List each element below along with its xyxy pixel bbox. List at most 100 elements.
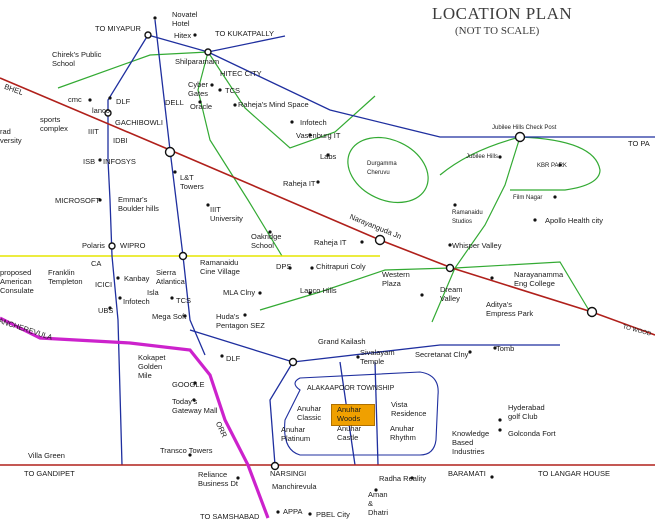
durgamma-lake xyxy=(347,136,429,204)
label-dream-valley: Dream Valley xyxy=(440,285,463,303)
label-villa-green: Villa Green xyxy=(28,451,65,460)
label-to-shamshabad: TO SAMSHABAD xyxy=(200,512,260,521)
label-ramanaidu-studios: Ramanaidu Studios xyxy=(452,210,483,225)
label-anuhar-platinum: Anuhar Platinum xyxy=(281,425,311,443)
junction-gachibowli xyxy=(104,109,112,117)
green-road-kbr-ring xyxy=(510,136,601,191)
label-cmc: cmc xyxy=(68,95,82,104)
label-lt-towers: L&T Towers xyxy=(180,173,204,191)
label-lanco: lanco xyxy=(92,106,110,115)
junction-lt-towers xyxy=(164,146,176,158)
label-pbel-city: PBEL City xyxy=(316,510,350,519)
junction-western xyxy=(445,263,455,273)
label-isb: ISB xyxy=(83,157,96,166)
map-title: LOCATION PLAN xyxy=(432,4,573,23)
label-raheja-it-2: Raheja IT xyxy=(314,238,347,247)
label-ca: CA xyxy=(91,259,102,268)
label-sports-complex: sports complex xyxy=(40,115,68,133)
green-road-east xyxy=(454,261,591,313)
label-infosys: INFOSYS xyxy=(103,157,136,166)
label-cyber-gates: Cyber Gates xyxy=(188,80,209,98)
label-microsoft: MICROSOFT xyxy=(55,196,100,205)
label-transco-towers: Transco Towers xyxy=(160,446,213,455)
label-google: GOOGLE xyxy=(172,380,205,389)
label-tomb: Tomb xyxy=(496,344,515,353)
township-boundary xyxy=(284,371,439,456)
junction-narsingi xyxy=(270,461,280,471)
label-vista-residence: Vista Residence xyxy=(391,400,427,418)
label-anuhar-woods: Anuhar Woods xyxy=(337,405,362,423)
label-dps: DPS xyxy=(276,262,292,271)
label-aman-dhatri: Aman & Dhatri xyxy=(368,490,389,517)
junction-jubilee xyxy=(514,131,526,143)
label-baramati: BARAMATI xyxy=(448,469,486,478)
label-iiit: IIIT xyxy=(88,127,99,136)
label-hitex: Hitex xyxy=(174,31,192,40)
label-anuhar-castle: Anuhar Castle xyxy=(337,424,362,442)
green-road-chirek xyxy=(57,51,209,89)
label-to-miyapur: TO MIYAPUR xyxy=(95,24,141,33)
label-idbi: IDBI xyxy=(113,136,128,145)
green-road-western xyxy=(259,267,451,311)
label-chitrapuri-coly: Chitrapuri Coly xyxy=(316,262,366,271)
label-aditya-empress-park: Aditya's Empress Park xyxy=(486,300,534,318)
label-narsingi: NARSINGI xyxy=(270,469,307,478)
junction-narayanguda xyxy=(374,234,386,246)
label-durgamma-cheruvu: Durgamma Cheruvu xyxy=(367,161,397,176)
map-subtitle: (NOT TO SCALE) xyxy=(455,25,540,37)
label-jubilee-check-post: Jubilee Hills Check Post xyxy=(492,125,557,131)
label-to-gandipet: TO GANDIPET xyxy=(24,469,75,478)
junction-grand-kailash xyxy=(288,357,298,367)
green-road-whisper xyxy=(431,136,521,323)
label-to-pa: TO PA xyxy=(628,139,650,148)
label-narayanamma-college: Narayanamma Eng College xyxy=(514,270,564,288)
label-novatel-hotel: Novatel Hotel xyxy=(172,10,198,28)
label-alakaapoor-township: ALAKAAPOOR TOWNSHIP xyxy=(307,385,395,392)
label-anuhar-classic: Anuhar Classic xyxy=(297,404,322,422)
label-whisper-valley: Whisper Valley xyxy=(452,241,502,250)
label-central-university: rad versity xyxy=(0,127,22,145)
junction-wipro xyxy=(108,242,116,250)
label-western-plaza: Western Plaza xyxy=(382,270,410,288)
label-oakridge-school: Oakridge School xyxy=(251,232,282,250)
label-lanco-hills: Lanco Hills xyxy=(300,286,337,295)
label-kbr-park: KBR PARK xyxy=(537,163,567,169)
label-dlf-top: DLF xyxy=(116,97,131,106)
label-sierra-atlantica: Sierra Atlantica xyxy=(156,268,185,286)
label-reliance-business-dt: Reliance Business Dt xyxy=(198,470,239,488)
road-hudas-secretariat xyxy=(189,329,560,363)
label-oracle: Oracle xyxy=(190,102,213,111)
label-raheja-it: Raheja IT xyxy=(283,179,316,188)
road-alakapoor-west xyxy=(269,361,294,466)
label-emmars-boulder-hills: Emmar's Boulder hills xyxy=(118,195,159,213)
junction-ramanaidu xyxy=(178,251,188,261)
road-bhel-narayanguda-tolichowki xyxy=(0,77,655,336)
junction-hitec xyxy=(204,48,212,56)
label-jubilee-hills: Jubilee Hills xyxy=(466,154,499,160)
road-miyapur-gachibowli xyxy=(107,34,149,466)
label-infotech-2: Infotech xyxy=(123,297,150,306)
label-iiit-university: IIIT University xyxy=(210,205,243,223)
label-ubs: UBS xyxy=(98,306,114,315)
label-hudas-pentagon-sez: Huda's Pentagon SEZ xyxy=(216,312,265,330)
label-dell: DELL xyxy=(165,98,184,107)
label-todays-gateway-mall: Today's Gateway Mall xyxy=(172,397,218,415)
label-manchirevula: Manchirevula xyxy=(272,482,317,491)
label-proposed-american-consulate: proposed American Consulate xyxy=(0,268,34,295)
label-tcs-top: TCS xyxy=(225,86,240,95)
label-isla: Isla xyxy=(147,288,159,297)
label-grand-kailash: Grand Kailash xyxy=(318,337,366,346)
label-ramanaidu-cine-village: Ramanaidu Cine Village xyxy=(200,258,240,276)
label-golconda-fort: Golconda Fort xyxy=(508,429,556,438)
label-to-langar-house: TO LANGAR HOUSE xyxy=(538,469,610,478)
green-road-hitec-east xyxy=(207,51,376,149)
label-kanbay: Kanbay xyxy=(124,274,150,283)
label-hitec-city: HITEC CITY xyxy=(220,69,262,78)
label-film-nagar: Film Nagar xyxy=(513,195,543,201)
label-vasenburg-it: Vasenburg IT xyxy=(296,131,341,140)
green-road-hitec-west xyxy=(197,51,283,257)
green-road-film-nagar xyxy=(439,136,521,176)
label-chirek-school: Chirek's Public School xyxy=(52,50,102,68)
